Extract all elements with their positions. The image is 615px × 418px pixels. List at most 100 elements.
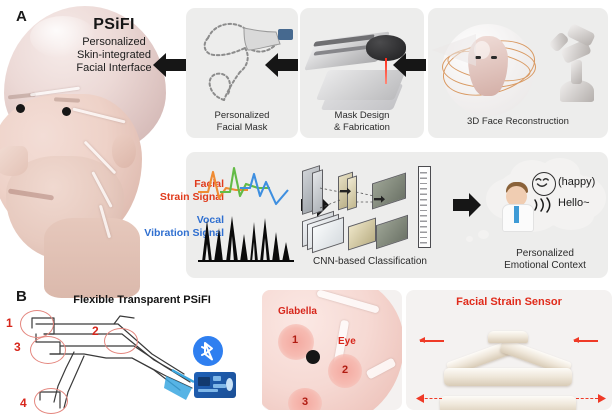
region-marker-circle-1: [20, 310, 54, 338]
emotion-tag-label: (happy): [558, 176, 596, 188]
sensor-layer-bent-apex: [488, 331, 528, 343]
closeup-eye-pupil: [306, 350, 320, 364]
facial-mask-outline-icon: [203, 22, 281, 101]
step-mask-design-caption: Mask Design & Fabrication: [300, 110, 424, 133]
emotional-context-caption: Personalized Emotional Context: [482, 248, 608, 272]
region-spot-number-2: 2: [342, 364, 349, 376]
thought-bubble-small-2: [466, 236, 473, 242]
flexible-device-schematic: 1 2 3 4: [0, 296, 258, 414]
arrow-cnn-to-output-icon: [452, 192, 482, 218]
sound-wave-icon: [534, 197, 551, 213]
head-eye-left: [16, 104, 25, 113]
thought-cloud-lobe-bottom2: [548, 202, 594, 230]
reconstructed-eye-right: [491, 56, 497, 59]
caption-line-2: Emotional Context: [504, 260, 586, 271]
region-marker-circle-4: [34, 388, 68, 414]
region-marker-number-2: 2: [92, 324, 99, 338]
mask-connector-tag: [278, 29, 293, 40]
compression-arrow-right-icon: [574, 340, 598, 342]
pcb-trace-3: [198, 389, 218, 392]
psifi-expansion-line-2: Skin-integrated: [77, 49, 151, 61]
tension-arrow-right-icon: [576, 398, 598, 399]
fabrication-laser-head: [366, 35, 406, 61]
head-ear: [112, 134, 136, 168]
region-spot-lower: [288, 388, 322, 410]
personalized-facial-mask-panel: [186, 8, 298, 138]
caption-line-2: & Fabrication: [334, 121, 390, 133]
psifi-acronym: PSiFI: [93, 16, 135, 33]
region-marker-number-4: 4: [20, 396, 27, 410]
tension-arrowhead-right: [598, 394, 606, 403]
avatar-head: [506, 186, 527, 207]
scanner-column: [571, 60, 582, 84]
cnn-fully-connected-layer: [418, 166, 431, 248]
fc-node-stack: [420, 168, 427, 244]
head-highlight: [30, 16, 96, 58]
psifi-head-illustration: [0, 6, 196, 298]
wireless-pcb-module: [194, 372, 236, 398]
region-marker-circle-2: [104, 328, 138, 354]
facial-strain-sensor-title: Facial Strain Sensor: [456, 296, 562, 308]
arrow-mask-to-head-icon: [152, 52, 188, 78]
laser-beam-icon: [385, 58, 387, 84]
bluetooth-glyph: [201, 342, 213, 361]
caption-line-1: Mask Design: [334, 110, 390, 121]
face-region-map-panel: 1 Glabella 2 Eye 3: [262, 290, 402, 410]
scanner-base: [560, 80, 594, 102]
bent-sensor-illustration: [444, 322, 573, 377]
arrow-reconstruction-to-fabrication-icon: [392, 52, 428, 78]
region-marker-number-3: 3: [14, 340, 21, 354]
vocal-vibration-waveform-plot: [198, 216, 294, 262]
region-label-glabella: Glabella: [278, 306, 317, 317]
face-reconstruction-panel: [428, 8, 608, 138]
sensor-layer-flat-middle: [444, 368, 572, 386]
pcb-antenna: [226, 378, 233, 391]
pcb-chip: [198, 377, 210, 386]
region-marker-circle-3: [30, 336, 66, 364]
region-label-eye: Eye: [338, 336, 356, 347]
head-nose-shape: [0, 146, 28, 176]
3d-scanner-device: [538, 23, 600, 110]
happy-face-icon: [532, 172, 556, 196]
step-3d-reconstruction-caption: 3D Face Reconstruction: [428, 116, 608, 128]
compression-arrow-left-icon: [419, 337, 444, 343]
psifi-title-block: PSiFI Personalized Skin-integrated Facia…: [52, 16, 176, 75]
caption-line-1: 3D Face Reconstruction: [467, 116, 569, 127]
scanner-beam-cone: [432, 34, 476, 66]
reconstructed-face-highlight: [474, 41, 490, 59]
psifi-expansion-line-1: Personalized: [82, 36, 146, 48]
tension-arrow-left-icon: [420, 398, 442, 399]
facial-strain-waveform-plot: [198, 166, 289, 206]
sensor-layer-flat-bottom: [440, 396, 576, 410]
tension-arrowhead-left: [416, 394, 424, 403]
pcb-trace-2: [213, 384, 226, 388]
region-marker-number-1: 1: [6, 316, 13, 330]
thought-bubble-small-1: [478, 230, 489, 239]
speech-tag-label: Hello~: [558, 197, 590, 209]
label-line-2: Strain Signal: [159, 190, 224, 203]
caption-line-2: Facial Mask: [216, 121, 268, 133]
avatar-tie: [514, 206, 519, 223]
cnn-connection-lines: [319, 187, 385, 209]
region-spot-number-1: 1: [292, 334, 299, 346]
facial-strain-sensor-panel: Facial Strain Sensor: [406, 290, 612, 410]
pcb-trace-1: [213, 376, 221, 381]
psifi-expansion-line-3: Facial Interface: [76, 62, 152, 74]
vocal-vibration-signal-label: Vocal Vibration Signal: [130, 214, 224, 239]
bluetooth-icon: [193, 336, 223, 366]
flexible-psifi-title: Flexible Transparent PSiFI: [73, 294, 211, 306]
cnn-classification-caption: CNN-based Classification: [313, 256, 427, 267]
reconstructed-eye-left: [475, 56, 481, 59]
caption-line-1: Personalized: [516, 248, 574, 259]
region-spot-number-3: 3: [302, 396, 309, 408]
head-eye-right: [62, 107, 71, 116]
arrow-fabrication-to-mask-icon: [264, 52, 300, 78]
label-line-2: Vibration Signal: [144, 226, 224, 239]
region-spot-eye: [328, 354, 362, 388]
cnn-architecture-diagram: [296, 165, 442, 254]
label-line-1: Vocal: [196, 214, 224, 226]
panel-a-label: A: [16, 8, 27, 25]
caption-line-1: Personalized: [214, 110, 270, 121]
step-personalized-facial-mask-caption: Personalized Facial Mask: [186, 110, 298, 133]
